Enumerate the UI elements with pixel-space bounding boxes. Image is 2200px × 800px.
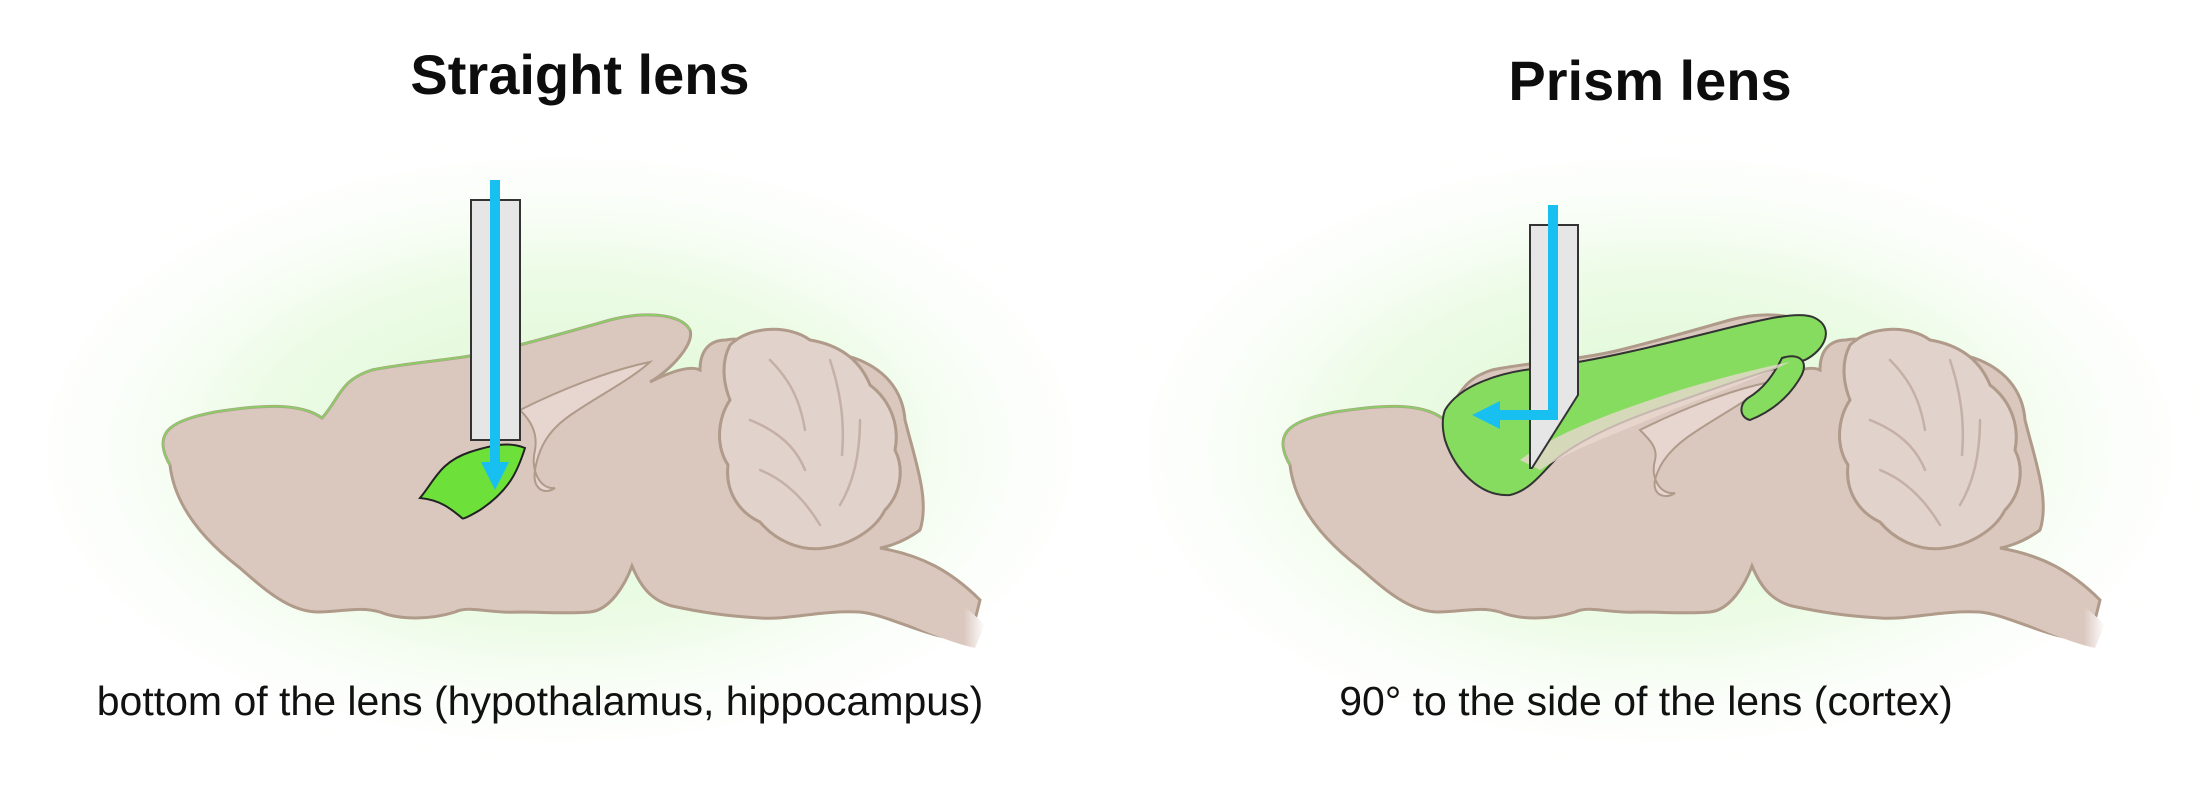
- prism-lens-diagram: [1100, 120, 2200, 780]
- prism-lens-panel: Prism lens 90° to the side of the lens (…: [1100, 0, 2200, 800]
- straight-lens-diagram: [0, 120, 1100, 780]
- cerebellum: [718, 327, 902, 551]
- cerebellum: [1838, 327, 2022, 551]
- panel-title: Prism lens: [1508, 49, 1792, 112]
- panel-title: Straight lens: [410, 43, 750, 106]
- fluorescent-region-tip: [1740, 355, 1805, 422]
- panel-caption: bottom of the lens (hypothalamus, hippoc…: [96, 678, 984, 724]
- panel-caption: 90° to the side of the lens (cortex): [1339, 678, 1953, 724]
- light-arrow: [1472, 205, 1558, 429]
- brain-illustration: [161, 313, 985, 648]
- straight-lens-panel: Straight lens bottom of the: [0, 43, 1100, 780]
- inner-structure: [1638, 380, 1774, 498]
- light-arrow: [481, 180, 509, 490]
- inner-structure: [518, 360, 654, 492]
